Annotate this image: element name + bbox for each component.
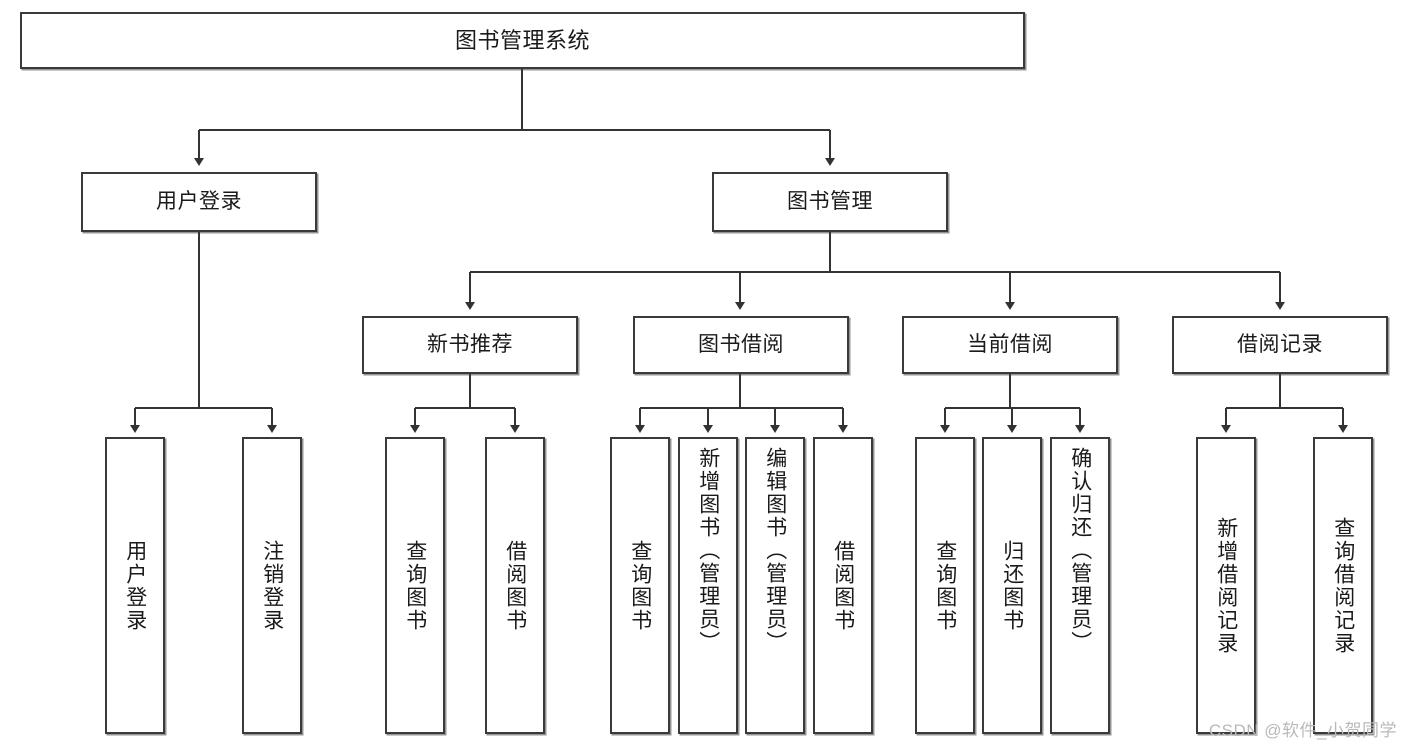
leaf-query-book-1-label: 查询图书: [403, 539, 427, 632]
node-user-login[interactable]: 用户登录: [81, 172, 317, 232]
leaf-query-book-1[interactable]: 查询图书: [385, 437, 445, 734]
leaf-borrow-book-1[interactable]: 借阅图书: [485, 437, 545, 734]
node-current-borrow-label: 当前借阅: [967, 332, 1053, 356]
leaf-logout[interactable]: 注销登录: [242, 437, 302, 734]
leaf-confirm-return-label: 确认归还（管理员）: [1068, 447, 1092, 654]
leaf-borrow-book-2[interactable]: 借阅图书: [813, 437, 873, 734]
leaf-query-book-2[interactable]: 查询图书: [610, 437, 670, 734]
watermark-text: CSDN @软件_小贺同学: [1208, 721, 1397, 740]
leaf-borrow-book-1-label: 借阅图书: [503, 539, 527, 632]
leaf-user-login[interactable]: 用户登录: [105, 437, 165, 734]
node-root[interactable]: 图书管理系统: [20, 12, 1025, 69]
node-book-borrow-label: 图书借阅: [698, 332, 784, 356]
node-book-borrow[interactable]: 图书借阅: [633, 316, 849, 374]
node-new-book-recommend-label: 新书推荐: [427, 332, 513, 356]
leaf-add-book[interactable]: 新增图书（管理员）: [678, 437, 738, 734]
leaf-query-record-label: 查询借阅记录: [1331, 516, 1355, 655]
leaf-query-book-2-label: 查询图书: [628, 539, 652, 632]
leaf-edit-book[interactable]: 编辑图书（管理员）: [745, 437, 805, 734]
leaf-borrow-book-2-label: 借阅图书: [831, 539, 855, 632]
leaf-edit-book-label: 编辑图书（管理员）: [763, 447, 787, 654]
node-root-label: 图书管理系统: [454, 27, 590, 53]
leaf-user-login-label: 用户登录: [123, 539, 147, 632]
node-new-book-recommend[interactable]: 新书推荐: [362, 316, 578, 374]
leaf-return-book[interactable]: 归还图书: [982, 437, 1042, 734]
leaf-add-book-label: 新增图书（管理员）: [696, 447, 720, 654]
node-book-manage[interactable]: 图书管理: [712, 172, 948, 232]
leaf-add-record[interactable]: 新增借阅记录: [1196, 437, 1256, 734]
node-current-borrow[interactable]: 当前借阅: [902, 316, 1118, 374]
leaf-add-record-label: 新增借阅记录: [1214, 516, 1238, 655]
node-borrow-record[interactable]: 借阅记录: [1172, 316, 1388, 374]
node-user-login-label: 用户登录: [156, 189, 242, 213]
node-borrow-record-label: 借阅记录: [1237, 332, 1323, 356]
leaf-confirm-return[interactable]: 确认归还（管理员）: [1050, 437, 1110, 734]
node-book-manage-label: 图书管理: [787, 189, 873, 213]
leaf-query-record[interactable]: 查询借阅记录: [1313, 437, 1373, 734]
leaf-logout-label: 注销登录: [260, 539, 284, 632]
leaf-query-book-3-label: 查询图书: [933, 539, 957, 632]
leaf-query-book-3[interactable]: 查询图书: [915, 437, 975, 734]
leaf-return-book-label: 归还图书: [1000, 539, 1024, 632]
